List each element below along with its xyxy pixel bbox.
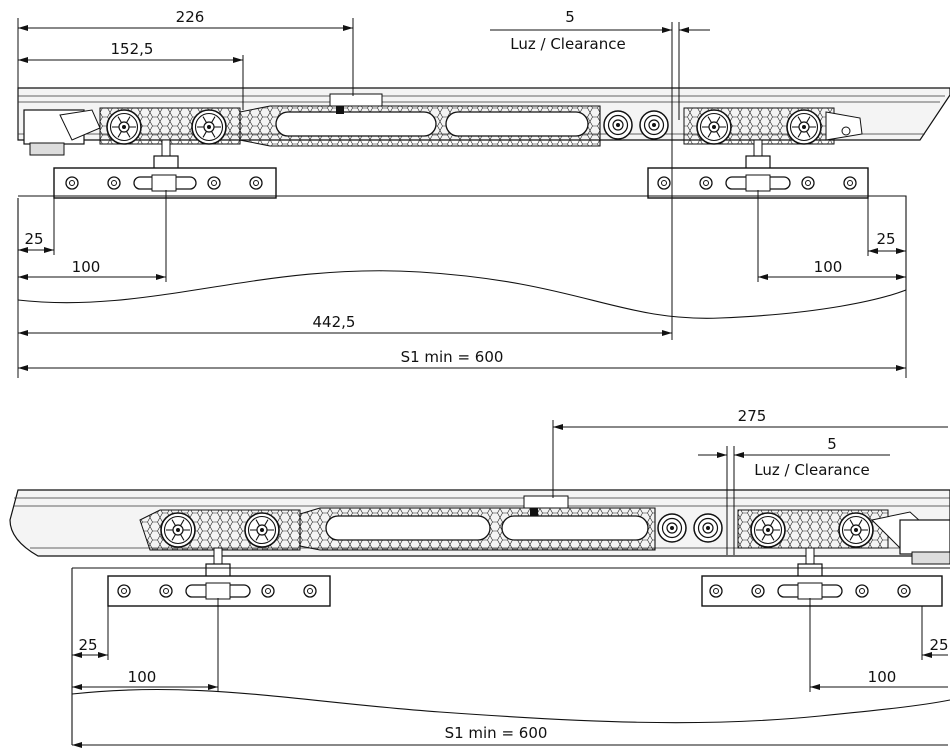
top-door-leaf <box>17 195 907 319</box>
dim-s1-label: S1 min = 600 <box>401 348 504 366</box>
top-dim-226: 226 <box>17 8 354 96</box>
top-roller-1 <box>603 110 633 140</box>
dim-5-label: 5 <box>827 435 837 453</box>
dim-152-5-label: 152,5 <box>111 40 154 58</box>
top-dim-100-right: 100 <box>757 190 906 282</box>
bottom-end-bracket <box>870 511 950 565</box>
top-view: 226 152,5 5 Luz / Clearance 25 100 <box>17 8 950 378</box>
clearance-label: Luz / Clearance <box>510 35 625 53</box>
top-dim-100-left: 100 <box>18 190 167 282</box>
top-dim-clearance: 5 Luz / Clearance <box>490 8 710 340</box>
bottom-plate-right <box>701 575 943 607</box>
bottom-dim-25-right: 25 <box>921 606 949 660</box>
dim-s1-label: S1 min = 600 <box>445 724 548 742</box>
top-wheel-2 <box>191 109 227 145</box>
dim-25-right-label: 25 <box>929 636 948 654</box>
dim-275-label: 275 <box>738 407 767 425</box>
bottom-roller-1 <box>657 513 687 543</box>
dim-226-label: 226 <box>176 8 205 26</box>
top-dim-25-right: 25 <box>867 198 906 256</box>
dim-25-left-label: 25 <box>24 230 43 248</box>
top-plate-left <box>53 167 277 199</box>
bottom-wheel-1 <box>160 512 196 548</box>
bottom-wheel-4 <box>838 512 874 548</box>
dim-25-right-label: 25 <box>876 230 895 248</box>
dim-5-label: 5 <box>565 8 575 26</box>
bottom-dim-100-right: 100 <box>809 598 948 692</box>
dim-100-left-label: 100 <box>72 258 101 276</box>
bottom-view: 275 5 Luz / Clearance 25 100 25 <box>9 407 950 748</box>
top-dim-152-5: 152,5 <box>18 40 244 110</box>
dim-25-left-label: 25 <box>78 636 97 654</box>
top-dim-s1: S1 min = 600 <box>18 290 907 378</box>
top-roller-2 <box>639 110 669 140</box>
bottom-roller-2 <box>693 513 723 543</box>
dim-100-right-label: 100 <box>814 258 843 276</box>
bottom-dim-275: 275 <box>552 407 948 498</box>
bottom-dim-clearance: 5 Luz / Clearance <box>698 435 890 555</box>
dim-100-left-label: 100 <box>128 668 157 686</box>
top-wheel-1 <box>106 109 142 145</box>
bottom-wheel-2 <box>244 512 280 548</box>
top-carriage <box>99 93 863 147</box>
clearance-label: Luz / Clearance <box>754 461 869 479</box>
top-end-bracket <box>23 109 101 156</box>
top-dim-25-left: 25 <box>18 198 55 255</box>
dim-100-right-label: 100 <box>868 668 897 686</box>
bottom-dim-s1: S1 min = 600 <box>72 724 948 748</box>
bottom-dim-25-left: 25 <box>72 606 109 660</box>
dim-442-5-label: 442,5 <box>313 313 356 331</box>
top-wheel-4 <box>786 109 822 145</box>
bottom-plate-left <box>107 575 331 607</box>
bottom-dim-100-left: 100 <box>72 598 219 692</box>
top-wheel-3 <box>696 109 732 145</box>
bottom-wheel-3 <box>750 512 786 548</box>
top-dim-442-5: 442,5 <box>17 300 672 378</box>
